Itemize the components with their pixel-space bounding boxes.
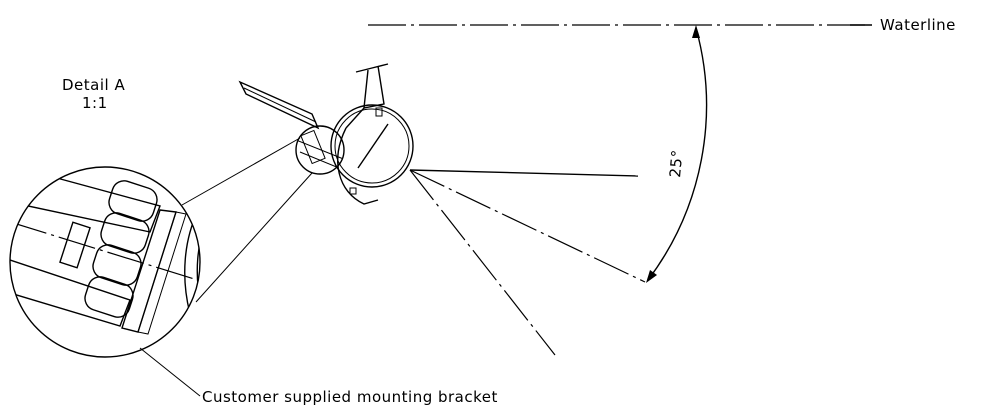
- detail-label: Detail A 1:1: [62, 76, 125, 112]
- bracket-arm: [363, 65, 385, 109]
- detail-housing-outer: [196, 179, 200, 357]
- waterline: Waterline: [368, 16, 956, 34]
- detail-shaft-top: [10, 167, 161, 233]
- detail-bolt-centerline: [10, 221, 200, 291]
- nut-facet-4: [84, 276, 134, 318]
- bracket-clamp: [337, 127, 379, 205]
- detail-housing-inner: [184, 175, 200, 357]
- shaft-body: [238, 80, 320, 130]
- transducer-screw-top: [375, 107, 383, 117]
- angle-arrow-top: [692, 25, 700, 38]
- detail-hex-nut: [84, 180, 158, 318]
- transducer-housing: [330, 104, 414, 188]
- detail-marker: [295, 125, 345, 175]
- leader-lower: [195, 172, 313, 303]
- beam-centerline: [409, 169, 646, 283]
- detail-scale: 1:1: [82, 94, 108, 112]
- bracket-top-edge: [355, 63, 389, 73]
- bracket-leader: [139, 347, 201, 397]
- angle-label: 25°: [666, 149, 686, 179]
- detail-a-view: [9, 166, 201, 358]
- transducer-inner: [334, 108, 410, 184]
- nut-facet-1: [108, 180, 158, 222]
- nut-facet-3: [92, 244, 142, 286]
- detail-bracket-edge: [137, 211, 187, 335]
- small-bolt-line: [296, 139, 344, 161]
- angle-arc: [647, 27, 708, 281]
- transducer-axis: [357, 123, 389, 169]
- leader-upper: [181, 137, 301, 206]
- mounting-shaft: [238, 80, 320, 130]
- beam-upper-limit: [409, 169, 639, 177]
- angle-dimension: 25°: [646, 25, 708, 283]
- bracket-label: Customer supplied mounting bracket: [202, 388, 498, 406]
- detail-washer: [59, 221, 91, 269]
- bracket-callout: Customer supplied mounting bracket: [139, 347, 498, 406]
- waterline-label: Waterline: [880, 16, 956, 34]
- bracket-strut: [345, 107, 365, 129]
- detail-shaft-bottom: [10, 259, 131, 327]
- nut-facet-2: [100, 212, 150, 254]
- detail-a-circle: [9, 166, 201, 358]
- shaft-centerline: [243, 87, 317, 123]
- transducer: [330, 104, 414, 195]
- beam-lower-limit: [409, 169, 556, 356]
- angle-arrow-bottom: [646, 270, 657, 283]
- detail-leaders: [181, 137, 313, 303]
- sonar-beams: [409, 169, 646, 356]
- detail-title: Detail A: [62, 76, 125, 94]
- transducer-screw-bottom: [349, 187, 357, 195]
- small-nut: [300, 129, 326, 165]
